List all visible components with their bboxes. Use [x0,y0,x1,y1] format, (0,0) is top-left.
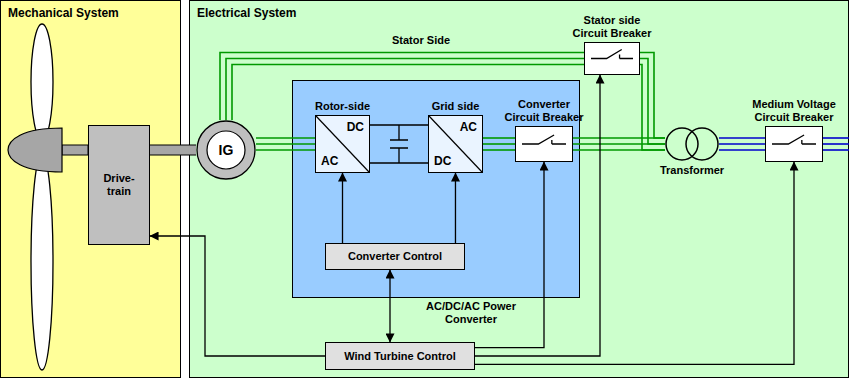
control-arrow [455,173,456,243]
port-label: AC [321,154,338,168]
stator-wires-line [640,53,665,139]
converter-wires-line [573,137,665,139]
circuit-breaker-box: Converter Circuit Breaker [515,126,573,162]
circuit-breaker-box: Medium Voltage Circuit Breaker [765,126,823,162]
breaker-symbol [772,135,816,144]
stator-wires-line [232,65,584,121]
control-box: Wind Turbine Control [325,342,475,370]
box-label: Converter Control [348,250,442,263]
breaker-label: Stator side Circuit Breaker [571,14,653,40]
shape-outline [766,127,822,161]
rotor-blade [31,154,53,370]
port-label: AC [460,120,477,134]
stator-wires-line [640,59,665,145]
rotor-wires-line [256,149,315,151]
converter-block: Rotor-sideDCAC [315,115,370,173]
medium-voltage-wires-line [719,137,765,139]
control-arrow-line [455,173,456,243]
circuit-breaker-box: Stator side Circuit Breaker [584,42,640,75]
block-heading: Grid side [432,100,480,113]
shape-outline [665,127,719,161]
control-arrow-line [150,236,325,356]
generator-label: IG [219,142,234,158]
rotor-wires-line [256,137,315,139]
grid-side-wires-line [483,137,515,139]
rotor-wires-line [256,143,315,145]
rotor-hub [8,128,62,172]
panel-heading: Mechanical System [8,6,119,20]
control-arrow [342,173,343,243]
block-heading: Rotor-side [315,100,370,113]
control-arrow [475,75,600,356]
grid-side-wires [483,138,515,150]
breaker-symbol [591,50,633,59]
drivetrain-box: Drive-train [88,125,150,245]
stator-wires [640,53,665,151]
box-label: Drive-train [97,172,141,198]
control-arrow [150,236,325,356]
stator-wires [220,53,584,121]
panel-heading: Electrical System [197,6,296,20]
drive-shaft-line [150,145,196,156]
converter-box: AC/DC/AC Power ConverterRotor-sideDCACGr… [292,80,580,298]
breaker-symbol [522,135,566,144]
converter-diagonal [429,116,482,172]
stator-wires-line [220,53,584,121]
converter-heading: AC/DC/AC Power Converter [421,300,521,326]
control-arrow-line [475,162,794,364]
generator-outer-ring [197,121,255,179]
converter-diagonal [316,116,369,172]
control-arrow-line [342,173,343,243]
dc-link-capacitor [390,125,408,163]
main-shaft [62,145,88,155]
control-arrow-line [475,162,544,348]
dc-link-line [370,124,428,125]
generator-circle: IG [196,120,256,180]
dc-link [370,125,428,163]
system-panel: Mechanical SystemDrive-train [0,0,181,378]
capacitor-symbol [390,125,408,163]
transformer-winding [666,128,698,160]
control-arrow-line [389,270,390,342]
grid-side-wires-line [483,149,515,151]
control-arrow [390,270,391,342]
control-arrow [475,162,544,348]
dc-link-line [370,162,428,163]
stator-wires-line [640,65,665,151]
grid-wire [823,143,849,145]
transformer-label: Transformer [660,164,724,177]
shape-outline [585,43,639,74]
control-arrow [475,162,794,364]
system-panel: Electrical SystemIG AC/DC/AC Power Conver… [189,0,849,378]
breaker-label: Converter Circuit Breaker [503,98,585,124]
converter-block: Grid sideACDC [428,115,483,173]
transformer-winding [686,128,718,160]
control-arrow-line [475,75,600,356]
grid-wire [823,149,849,151]
medium-voltage-wires-line [719,143,765,145]
rotor-blade [31,24,53,140]
grid-wire [823,137,849,139]
shape-outline [516,127,572,161]
drive-shaft-line [150,146,196,155]
stator-wires-line [226,59,584,121]
breaker-label: Medium Voltage Circuit Breaker [746,98,842,124]
wire-label: Stator Side [392,34,450,47]
grid-side-wires-line [483,143,515,145]
grid-wires [823,138,849,150]
control-box: Converter Control [325,243,465,270]
port-label: DC [347,120,364,134]
port-label: DC [434,154,451,168]
medium-voltage-wires-line [719,149,765,151]
rotor-wires [256,138,315,150]
transformer-symbol: Transformer [665,127,719,161]
box-label: Wind Turbine Control [344,350,456,363]
medium-voltage-wires [719,138,765,150]
generator-inner-ring [207,131,245,169]
drive-shaft [150,150,196,151]
